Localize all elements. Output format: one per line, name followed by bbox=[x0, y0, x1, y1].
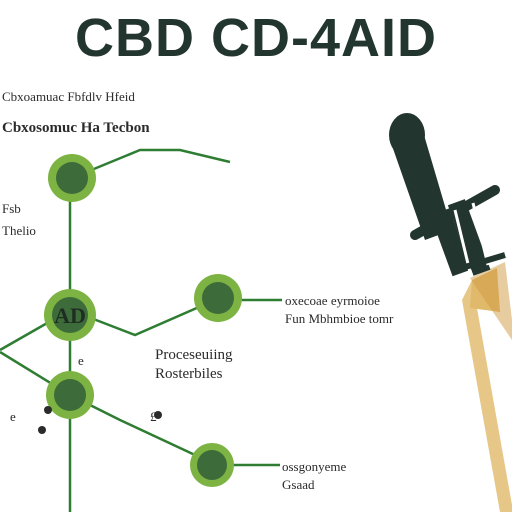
label-mark-a: e bbox=[78, 353, 84, 368]
label-mark-c: £ bbox=[150, 409, 157, 424]
atom-node-2: AD bbox=[44, 289, 96, 341]
dropper-icon bbox=[389, 113, 512, 512]
label-right-mid2: Fun Mbhmbioe tomr bbox=[285, 311, 394, 326]
label-top-line1: Cbxoamuac Fbfdlv Hfeid bbox=[2, 89, 135, 104]
label-mark-d: e bbox=[470, 81, 476, 96]
label-right-mid1: oxecoae eyrmoioe bbox=[285, 293, 380, 308]
label-mark-b: e bbox=[10, 409, 16, 424]
label-center2: Rosterbiles bbox=[155, 366, 223, 382]
diagram-title: CBD CD-4AID bbox=[75, 8, 437, 68]
small-dots bbox=[38, 406, 162, 434]
atom-node-5 bbox=[190, 443, 234, 487]
label-top-line2: Cbxosomuc Ha Tecbon bbox=[2, 120, 150, 136]
bond-top bbox=[71, 148, 231, 180]
node-center-text: AD bbox=[54, 303, 86, 328]
atom-node-1 bbox=[48, 154, 96, 202]
label-bottom-right2: Gsaad bbox=[282, 477, 315, 492]
label-left-side1: Fsb bbox=[2, 201, 21, 216]
label-left-side2: Thelio bbox=[2, 223, 36, 238]
label-center1: Proceseuiing bbox=[155, 347, 233, 363]
bond-lines bbox=[0, 148, 282, 512]
label-bottom-right1: ossgonyeme bbox=[282, 459, 347, 474]
atom-node-3 bbox=[194, 274, 242, 322]
atom-node-4 bbox=[46, 371, 94, 419]
